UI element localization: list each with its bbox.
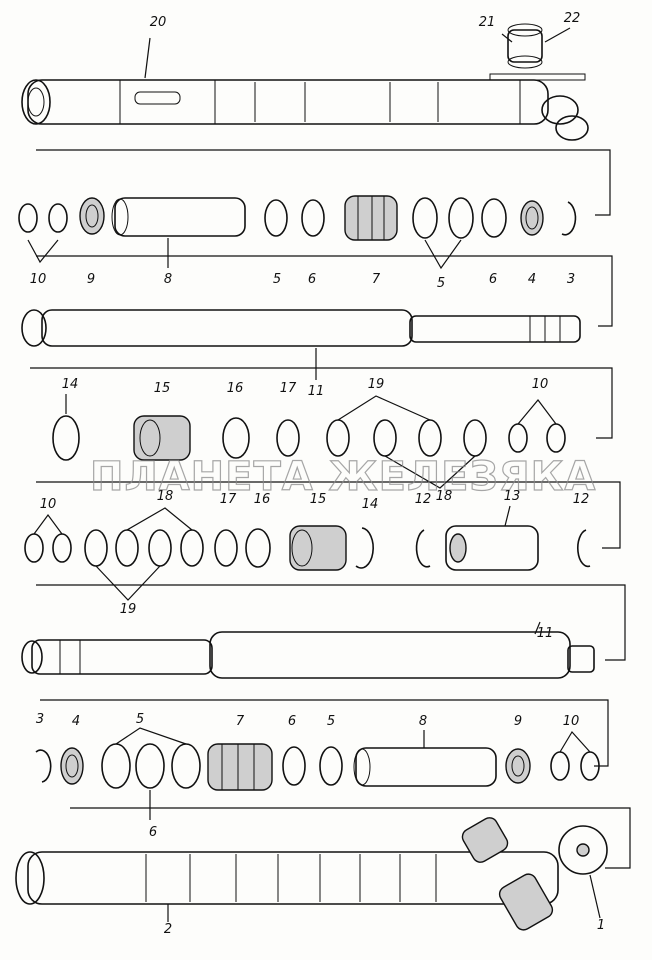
callout-label: 10 [30,272,47,287]
callout-label: 5 [136,712,144,727]
row-2-parts [18,195,577,270]
callout-label: 11 [308,384,325,399]
assembly-leader-lines [30,149,631,869]
row-7-parts [35,727,600,820]
callout-label: 18 [436,489,453,504]
callout-label: 19 [120,602,137,617]
callout-label: 7 [372,272,381,287]
callout-label: 15 [154,381,171,396]
callout-label: 6 [288,714,296,729]
watermark-text: ПЛАНЕТА ЖЕЛЕЗЯКА [90,454,596,500]
callout-label: 18 [157,489,174,504]
callout-label: 8 [164,272,172,287]
callout-label: 12 [573,492,590,507]
part-2-bottom-shaft [15,851,559,922]
callout-label: 22 [564,11,581,26]
callout-label: 20 [150,15,167,30]
callout-label: 4 [528,272,536,287]
callout-label: 6 [489,272,497,287]
callout-label: 5 [437,276,445,291]
callout-label: 17 [280,381,297,396]
callout-label: 21 [479,15,496,30]
callout-label: 5 [327,714,335,729]
part-11-shaft-lower [21,621,595,679]
callout-label: 19 [368,377,385,392]
callout-label: 10 [40,497,57,512]
callout-label: 12 [415,492,432,507]
callout-label: 10 [563,714,580,729]
callout-label: 9 [514,714,522,729]
part-21-22-cap [501,23,571,69]
callout-label: 6 [149,825,157,840]
callout-label: 16 [227,381,244,396]
callout-label: 7 [236,714,245,729]
callout-label: 10 [532,377,549,392]
part-1-cross-joint [461,817,608,931]
row-4-parts [52,394,566,489]
callout-label: 3 [567,272,575,287]
part-11-shaft-upper [21,309,581,380]
callout-label: 1 [597,918,605,933]
callout-label: 16 [254,492,271,507]
callout-label: 14 [62,377,79,392]
callout-label: 9 [87,272,95,287]
part-20-shaft-assembly [21,37,589,141]
callout-label: 8 [419,714,427,729]
callout-label: 6 [308,272,316,287]
callout-label: 14 [362,497,379,512]
callout-label: 15 [310,492,327,507]
callout-label: 3 [36,712,44,727]
callout-label: 11 [537,626,554,641]
row-5-parts [24,505,591,601]
callout-label: 4 [72,714,80,729]
callout-label: 13 [504,489,521,504]
callout-label: 2 [164,922,172,937]
callout-label: 5 [273,272,281,287]
callout-label: 17 [220,492,237,507]
